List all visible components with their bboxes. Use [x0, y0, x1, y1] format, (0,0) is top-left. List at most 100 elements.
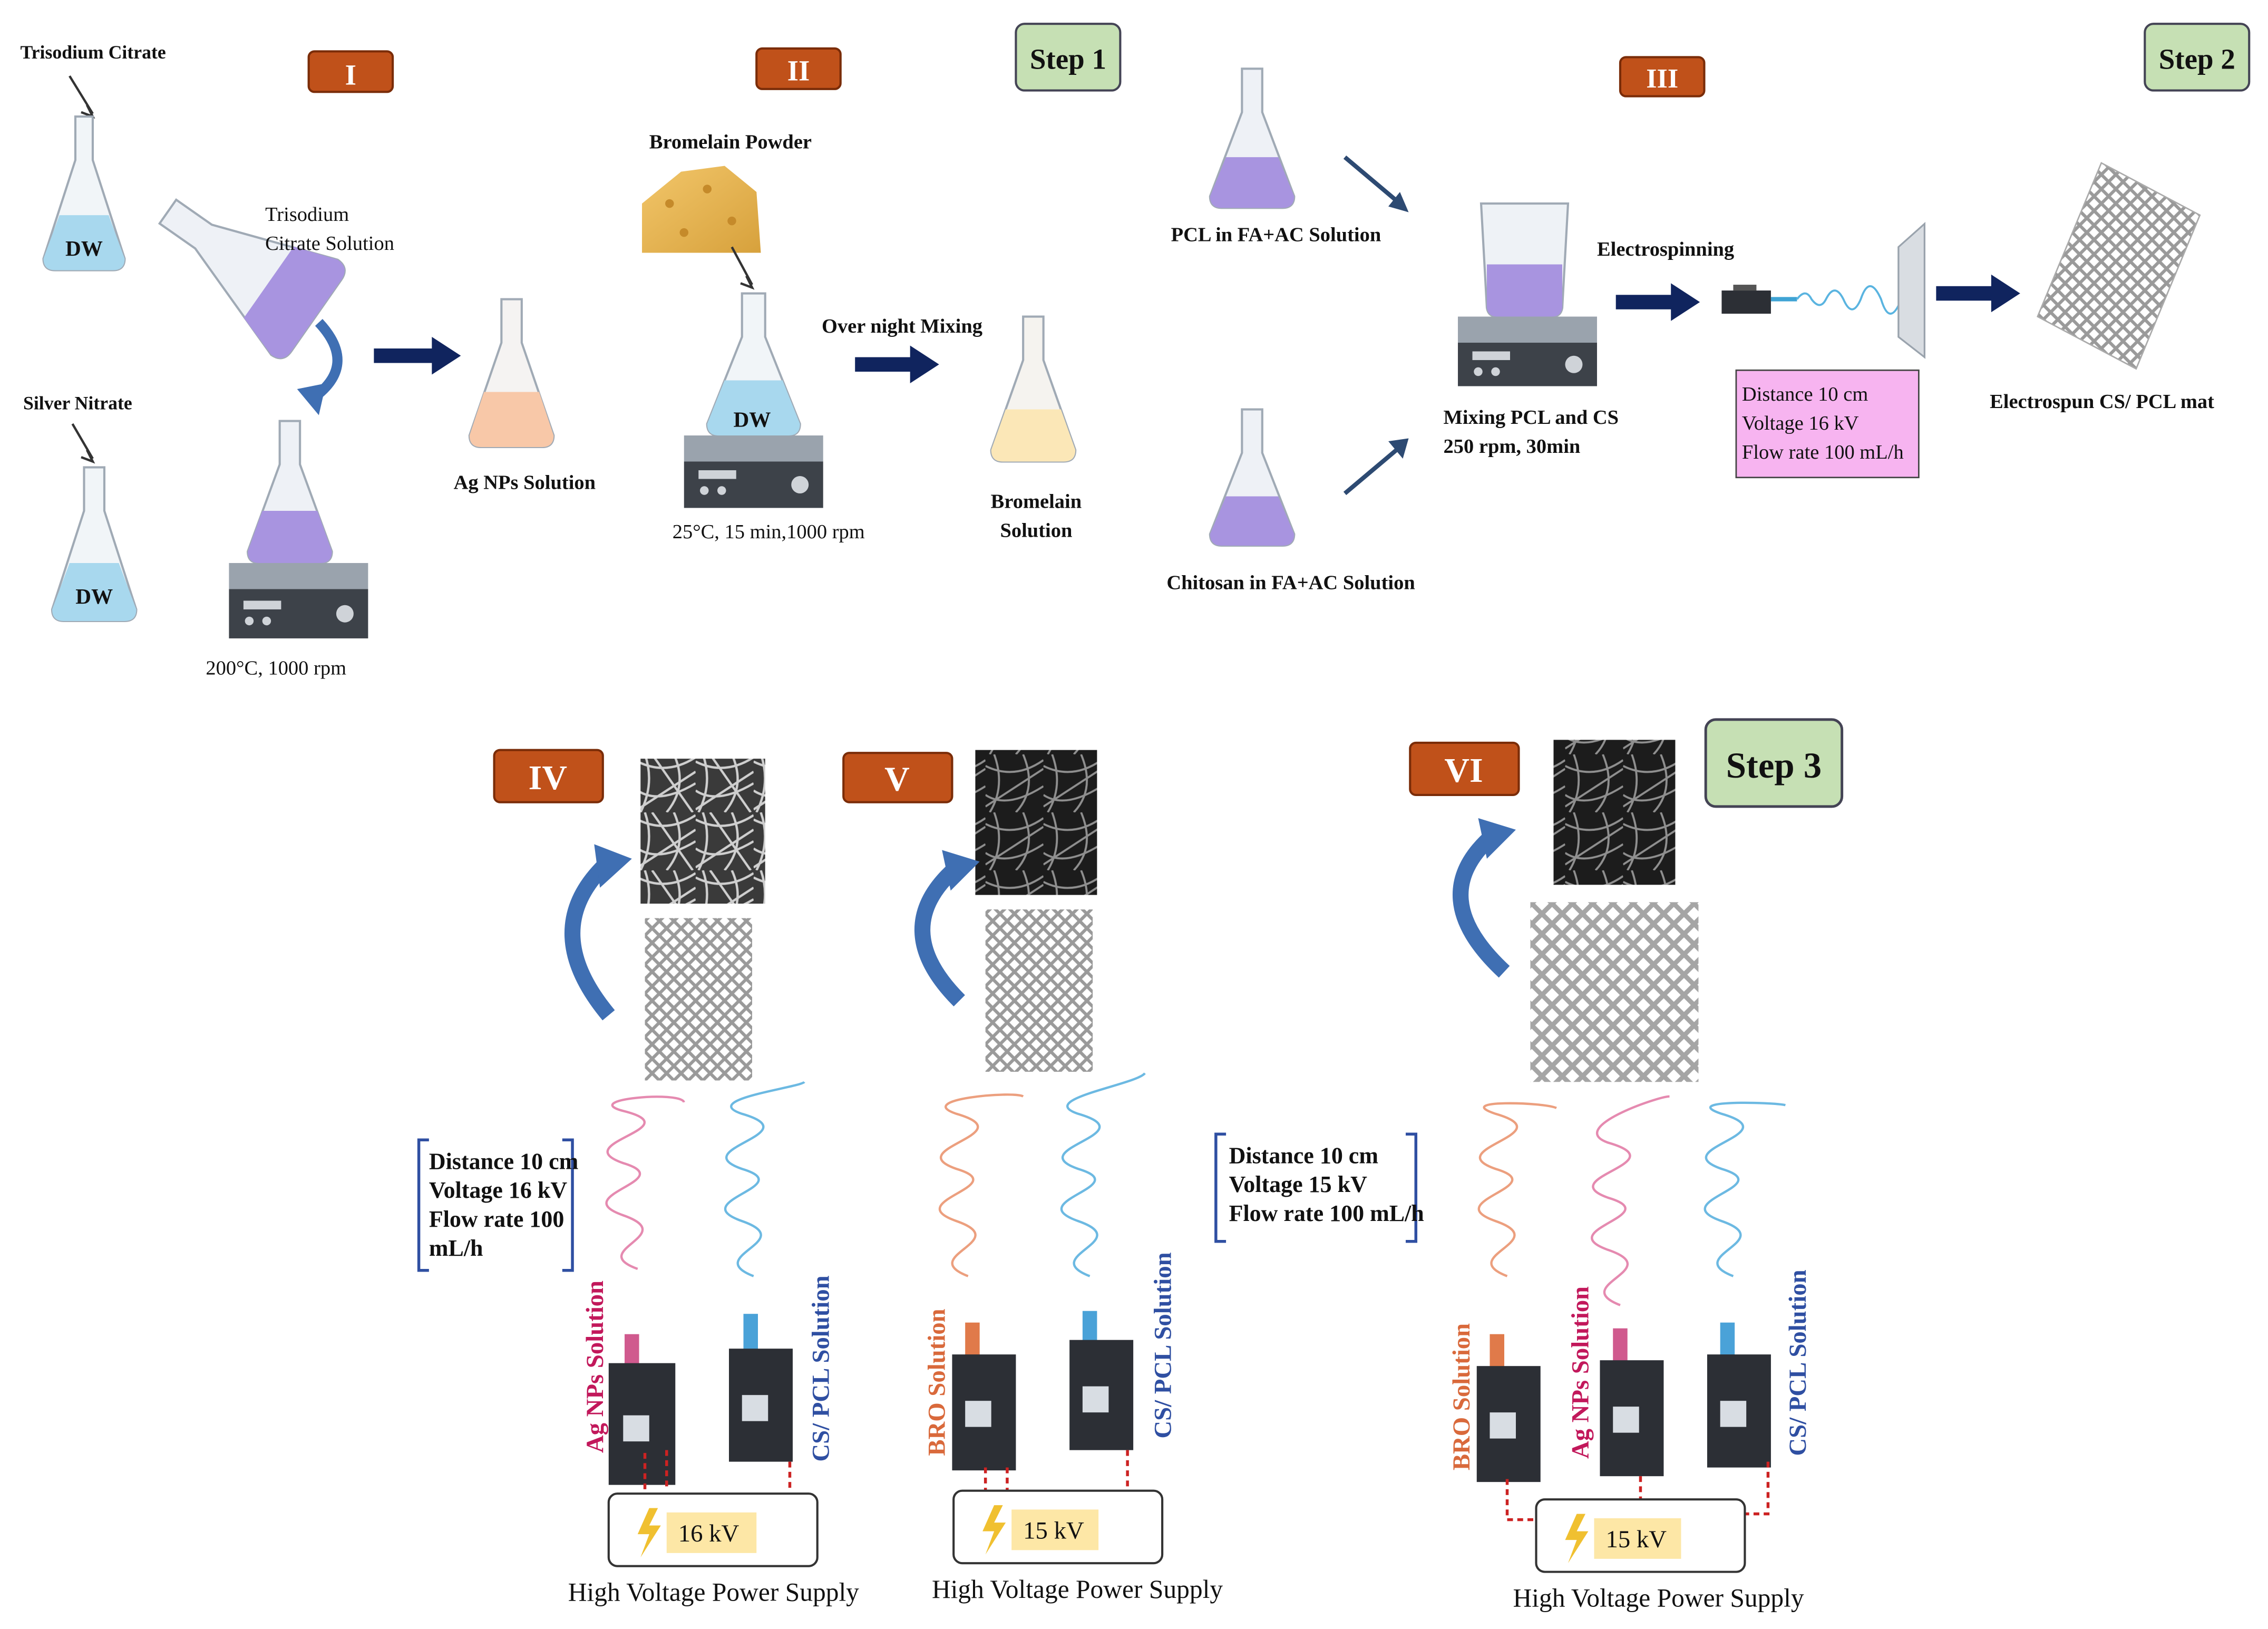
step-3-label: Step 3 — [1704, 718, 1844, 808]
bromelain-solution-label-1: Bromelain — [991, 490, 1082, 512]
svg-text:16 kV: 16 kV — [678, 1520, 739, 1547]
svg-text:Flow rate 100 mL/h: Flow rate 100 mL/h — [1742, 441, 1904, 463]
step-1-label: Step 1 — [1015, 23, 1122, 92]
power-supply-label-vi: High Voltage Power Supply — [1513, 1584, 1804, 1613]
svg-text:II: II — [787, 54, 810, 86]
bromelain-solution-label-2: Solution — [1000, 519, 1072, 541]
flask-dw-1: DW — [42, 115, 126, 272]
syringe-pump-cs-v — [1069, 1311, 1134, 1450]
badge-V: V — [842, 752, 953, 803]
electrospinning-label: Electrospinning — [1597, 238, 1734, 260]
syringe-pump-bro-v — [952, 1322, 1016, 1471]
mat-iv — [645, 918, 753, 1081]
curved-arrow-iv — [564, 856, 615, 1021]
syringe-pump-cs-vi — [1707, 1322, 1771, 1468]
power-supply-label-v: High Voltage Power Supply — [932, 1575, 1223, 1604]
mixing-label-1: Mixing PCL and CS — [1444, 406, 1619, 429]
power-supply-label-iv: High Voltage Power Supply — [568, 1578, 859, 1607]
badge-IV: IV — [493, 749, 604, 803]
hot-plate-1 — [229, 420, 368, 638]
lightning-icon — [982, 1505, 1006, 1555]
svg-text:15 kV: 15 kV — [1023, 1517, 1084, 1544]
hot-plate-1-conditions: 200°C, 1000 rpm — [206, 657, 346, 680]
curved-arrow-vi — [1453, 829, 1510, 978]
arrow-cs-to-mixer — [1343, 445, 1401, 496]
electrospun-mat-label: Electrospun CS/ PCL mat — [1990, 391, 2214, 413]
trisodium-citrate-label: Trisodium Citrate — [20, 42, 166, 63]
mixing-label-2: 250 rpm, 30min — [1444, 435, 1581, 458]
hot-plate-2-conditions: 25°C, 15 min,1000 rpm — [673, 521, 865, 543]
svg-text:Step 1: Step 1 — [1030, 43, 1106, 75]
svg-text:Distance 10 cm: Distance 10 cm — [1742, 383, 1868, 405]
badge-VI: VI — [1409, 741, 1520, 796]
cs-pcl-solution-vertical-vi: CS/ PCL Solution — [1784, 1269, 1812, 1456]
flask-dw-2: DW — [51, 466, 138, 623]
curved-arrow-v — [914, 861, 965, 1007]
syringe-pump-cs-iv — [729, 1314, 793, 1462]
badge-III: III — [1619, 56, 1706, 98]
spiral-cs-iv — [724, 1081, 805, 1277]
pcl-solution-label: PCL in FA+AC Solution — [1171, 224, 1381, 246]
svg-text:Voltage 15 kV: Voltage 15 kV — [1229, 1171, 1368, 1197]
cs-pcl-solution-vertical-v: CS/ PCL Solution — [1150, 1252, 1177, 1438]
svg-text:mL/h: mL/h — [429, 1235, 483, 1261]
ag-nps-solution-vertical-iv: Ag NPs Solution — [581, 1281, 609, 1453]
syringe-pump-ag-iv — [608, 1334, 676, 1485]
bromelain-powder-image — [642, 166, 761, 253]
svg-text:III: III — [1646, 63, 1678, 94]
svg-text:DW: DW — [65, 236, 103, 260]
syringe-pump-bro-vi — [1476, 1334, 1541, 1482]
overnight-mixing-label: Over night Mixing — [822, 315, 982, 337]
arrow-to-mat — [1936, 274, 2020, 313]
svg-text:DW: DW — [75, 584, 113, 608]
flask-bromelain — [990, 315, 1077, 463]
power-supply-vi: 15 kV — [1535, 1498, 1746, 1573]
arrow-to-electrospinner — [1615, 283, 1700, 321]
badge-I: I — [307, 50, 394, 93]
flask-chitosan — [1209, 408, 1296, 547]
svg-text:Distance 10 cm: Distance 10 cm — [1229, 1142, 1378, 1168]
mixer-beaker — [1458, 202, 1597, 386]
svg-text:DW: DW — [733, 408, 771, 432]
mat-v — [985, 909, 1093, 1072]
svg-text:I: I — [345, 59, 356, 91]
params-box-iv: Distance 10 cm Voltage 16 kV Flow rate 1… — [417, 1138, 578, 1272]
spiral-cs-v — [1060, 1072, 1146, 1277]
spiral-bro-vi — [1477, 1102, 1557, 1277]
lightning-icon — [1565, 1514, 1589, 1564]
spiral-bro-v — [938, 1093, 1024, 1277]
bro-solution-vertical-v: BRO Solution — [923, 1308, 951, 1456]
electrospinning-params-box: Distance 10 cm Voltage 16 kV Flow rate 1… — [1735, 369, 1920, 479]
svg-text:Step 2: Step 2 — [2159, 43, 2235, 75]
spiral-ag-iv — [605, 1095, 685, 1271]
ag-nps-solution-label: Ag NPs Solution — [454, 472, 596, 494]
svg-text:V: V — [884, 760, 910, 799]
syringe-pump-ag-vi — [1600, 1328, 1664, 1477]
power-supply-iv: 16 kV — [607, 1492, 819, 1567]
svg-text:VI: VI — [1444, 751, 1483, 790]
sem-image-iv — [640, 759, 765, 904]
flask-ag-nps — [468, 298, 555, 449]
svg-text:Voltage 16 kV: Voltage 16 kV — [429, 1177, 568, 1203]
spiral-ag-vi — [1591, 1095, 1670, 1306]
sem-image-v — [975, 750, 1097, 895]
lightning-icon — [637, 1508, 661, 1558]
params-box-vi: Distance 10 cm Voltage 15 kV Flow rate 1… — [1214, 1132, 1424, 1243]
sem-image-vi — [1553, 740, 1676, 885]
svg-text:Flow rate 100: Flow rate 100 — [429, 1206, 564, 1232]
svg-text:Step 3: Step 3 — [1726, 745, 1822, 786]
trisodium-solution-label-2: Citrate Solution — [265, 232, 394, 255]
trisodium-solution-label-1: Trisodium — [265, 203, 349, 226]
arrow-to-ag-nps — [374, 337, 461, 375]
bromelain-powder-label: Bromelain Powder — [649, 131, 812, 153]
mat-vi — [1530, 902, 1699, 1082]
svg-text:Distance 10 cm: Distance 10 cm — [429, 1148, 578, 1174]
step-2-label: Step 2 — [2144, 23, 2251, 92]
chitosan-solution-label: Chitosan in FA+AC Solution — [1166, 571, 1415, 594]
electrospinning-setup — [1721, 221, 1926, 359]
svg-text:Flow rate 100 mL/h: Flow rate 100 mL/h — [1229, 1200, 1424, 1226]
power-supply-v: 15 kV — [952, 1489, 1164, 1565]
cs-pcl-solution-vertical-iv: CS/ PCL Solution — [807, 1275, 835, 1461]
bro-solution-vertical-vi: BRO Solution — [1448, 1323, 1475, 1470]
